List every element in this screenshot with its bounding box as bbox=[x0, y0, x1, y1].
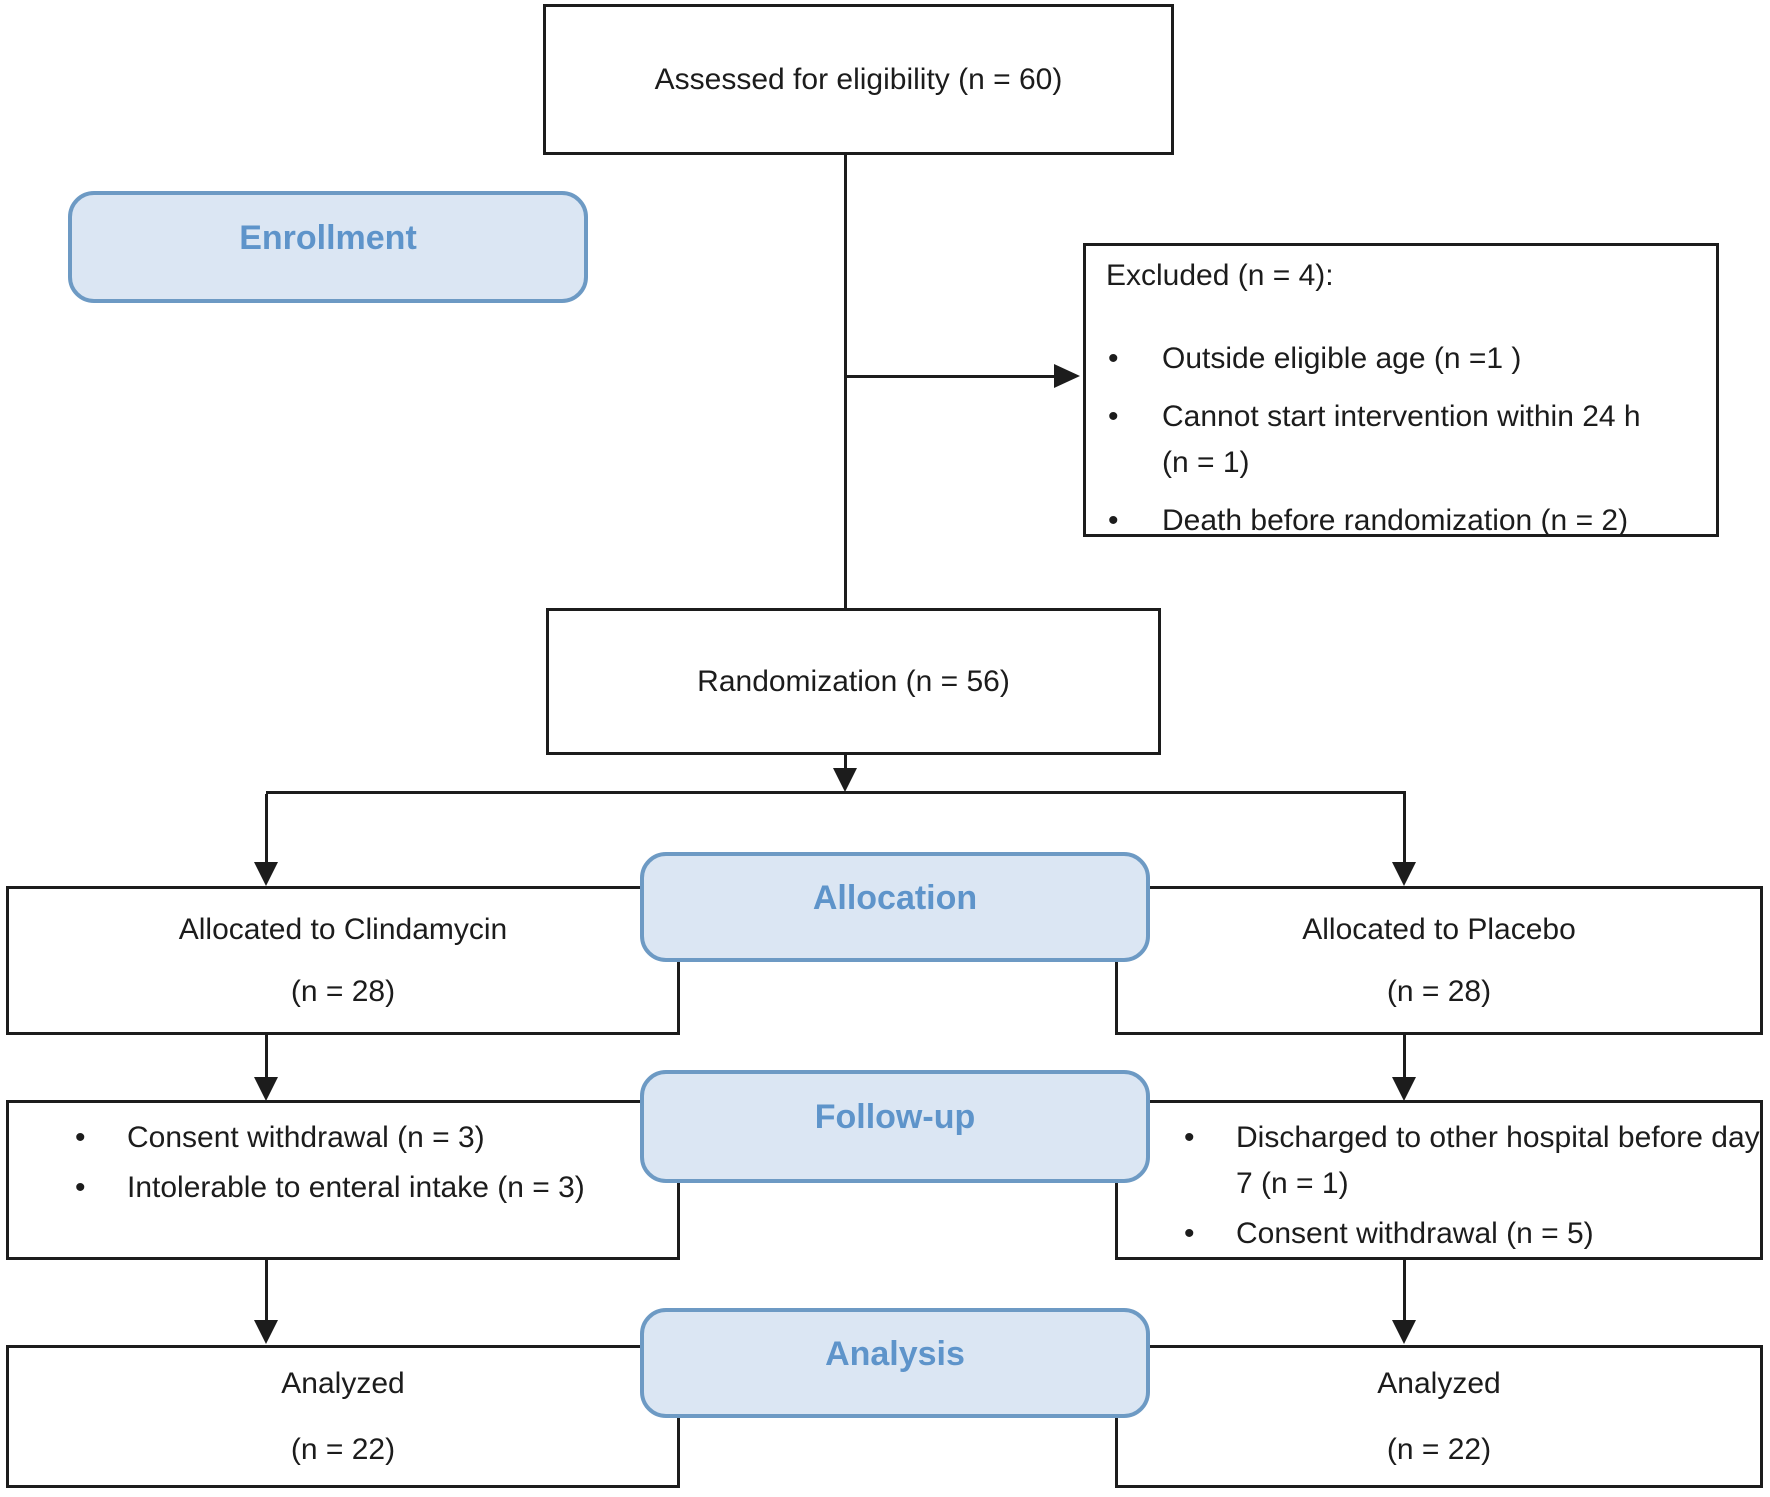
arrowhead-followup-right-icon bbox=[1392, 1077, 1416, 1101]
stage-enrollment-label: Enrollment bbox=[239, 218, 417, 257]
connector-branch-right bbox=[1403, 794, 1406, 864]
excluded-title: Excluded (n = 4): bbox=[1106, 259, 1334, 292]
analysis-left-line1: Analyzed bbox=[281, 1366, 405, 1400]
allocation-right-box: Allocated to Placebo (n = 28) bbox=[1115, 886, 1763, 1035]
connector-to-excluded bbox=[845, 375, 1056, 378]
assessed-text: Assessed for eligibility (n = 60) bbox=[654, 62, 1063, 96]
stage-allocation: Allocation bbox=[640, 852, 1150, 962]
followup-left-item: Consent withdrawal (n = 3) bbox=[9, 1115, 677, 1161]
allocation-right-line1: Allocated to Placebo bbox=[1302, 912, 1576, 946]
arrowhead-allocation-right-icon bbox=[1392, 862, 1416, 886]
assessed-box: Assessed for eligibility (n = 60) bbox=[543, 4, 1174, 155]
analysis-right-box: Analyzed (n = 22) bbox=[1115, 1345, 1763, 1488]
arrowhead-analysis-left-icon bbox=[254, 1320, 278, 1344]
allocation-left-line2: (n = 28) bbox=[290, 974, 396, 1008]
stage-analysis-label: Analysis bbox=[825, 1334, 965, 1373]
connector-alloc-to-followup-right bbox=[1403, 1035, 1406, 1079]
allocation-left-line1: Allocated to Clindamycin bbox=[178, 912, 508, 946]
followup-right-list: Discharged to other hospital before day … bbox=[1118, 1115, 1760, 1257]
allocation-left-box: Allocated to Clindamycin (n = 28) bbox=[6, 886, 680, 1035]
stage-analysis: Analysis bbox=[640, 1308, 1150, 1418]
stage-enrollment: Enrollment bbox=[68, 191, 588, 303]
excluded-list: Outside eligible age (n =1 ) Cannot star… bbox=[1106, 336, 1696, 544]
analysis-left-line2: (n = 22) bbox=[290, 1432, 396, 1466]
arrowhead-branch-icon bbox=[833, 768, 857, 792]
connector-followup-to-analysis-left bbox=[265, 1260, 268, 1322]
analysis-right-line1: Analyzed bbox=[1377, 1366, 1501, 1400]
excluded-item: Outside eligible age (n =1 ) bbox=[1106, 336, 1667, 382]
connector-assessed-to-randomization bbox=[844, 155, 847, 608]
analysis-left-box: Analyzed (n = 22) bbox=[6, 1345, 680, 1488]
randomization-box: Randomization (n = 56) bbox=[546, 608, 1161, 755]
connector-alloc-to-followup-left bbox=[265, 1035, 268, 1079]
followup-right-item: Discharged to other hospital before day … bbox=[1118, 1115, 1760, 1207]
excluded-item: Cannot start intervention within 24 h (n… bbox=[1106, 394, 1667, 486]
followup-right-item: Consent withdrawal (n = 5) bbox=[1118, 1211, 1760, 1257]
excluded-box: Excluded (n = 4): Outside eligible age (… bbox=[1083, 243, 1719, 544]
analysis-right-line2: (n = 22) bbox=[1386, 1432, 1492, 1466]
arrowhead-analysis-right-icon bbox=[1392, 1320, 1416, 1344]
connector-branch-left bbox=[265, 794, 268, 864]
arrowhead-allocation-left-icon bbox=[254, 862, 278, 886]
randomization-text: Randomization (n = 56) bbox=[697, 664, 1010, 698]
followup-left-box: Consent withdrawal (n = 3) Intolerable t… bbox=[6, 1100, 680, 1260]
stage-allocation-label: Allocation bbox=[812, 878, 978, 917]
allocation-right-line2: (n = 28) bbox=[1386, 974, 1492, 1008]
arrowhead-excluded-icon bbox=[1054, 364, 1080, 388]
excluded-item: Death before randomization (n = 2) bbox=[1106, 498, 1667, 544]
arrowhead-followup-left-icon bbox=[254, 1077, 278, 1101]
stage-followup: Follow-up bbox=[640, 1070, 1150, 1183]
connector-randomization-down bbox=[844, 755, 847, 770]
followup-left-list: Consent withdrawal (n = 3) Intolerable t… bbox=[9, 1115, 677, 1211]
followup-left-item: Intolerable to enteral intake (n = 3) bbox=[9, 1165, 677, 1211]
connector-followup-to-analysis-right bbox=[1403, 1260, 1406, 1322]
connector-branch-horizontal bbox=[266, 791, 1406, 794]
followup-right-box: Discharged to other hospital before day … bbox=[1115, 1100, 1763, 1260]
stage-followup-label: Follow-up bbox=[814, 1098, 976, 1136]
